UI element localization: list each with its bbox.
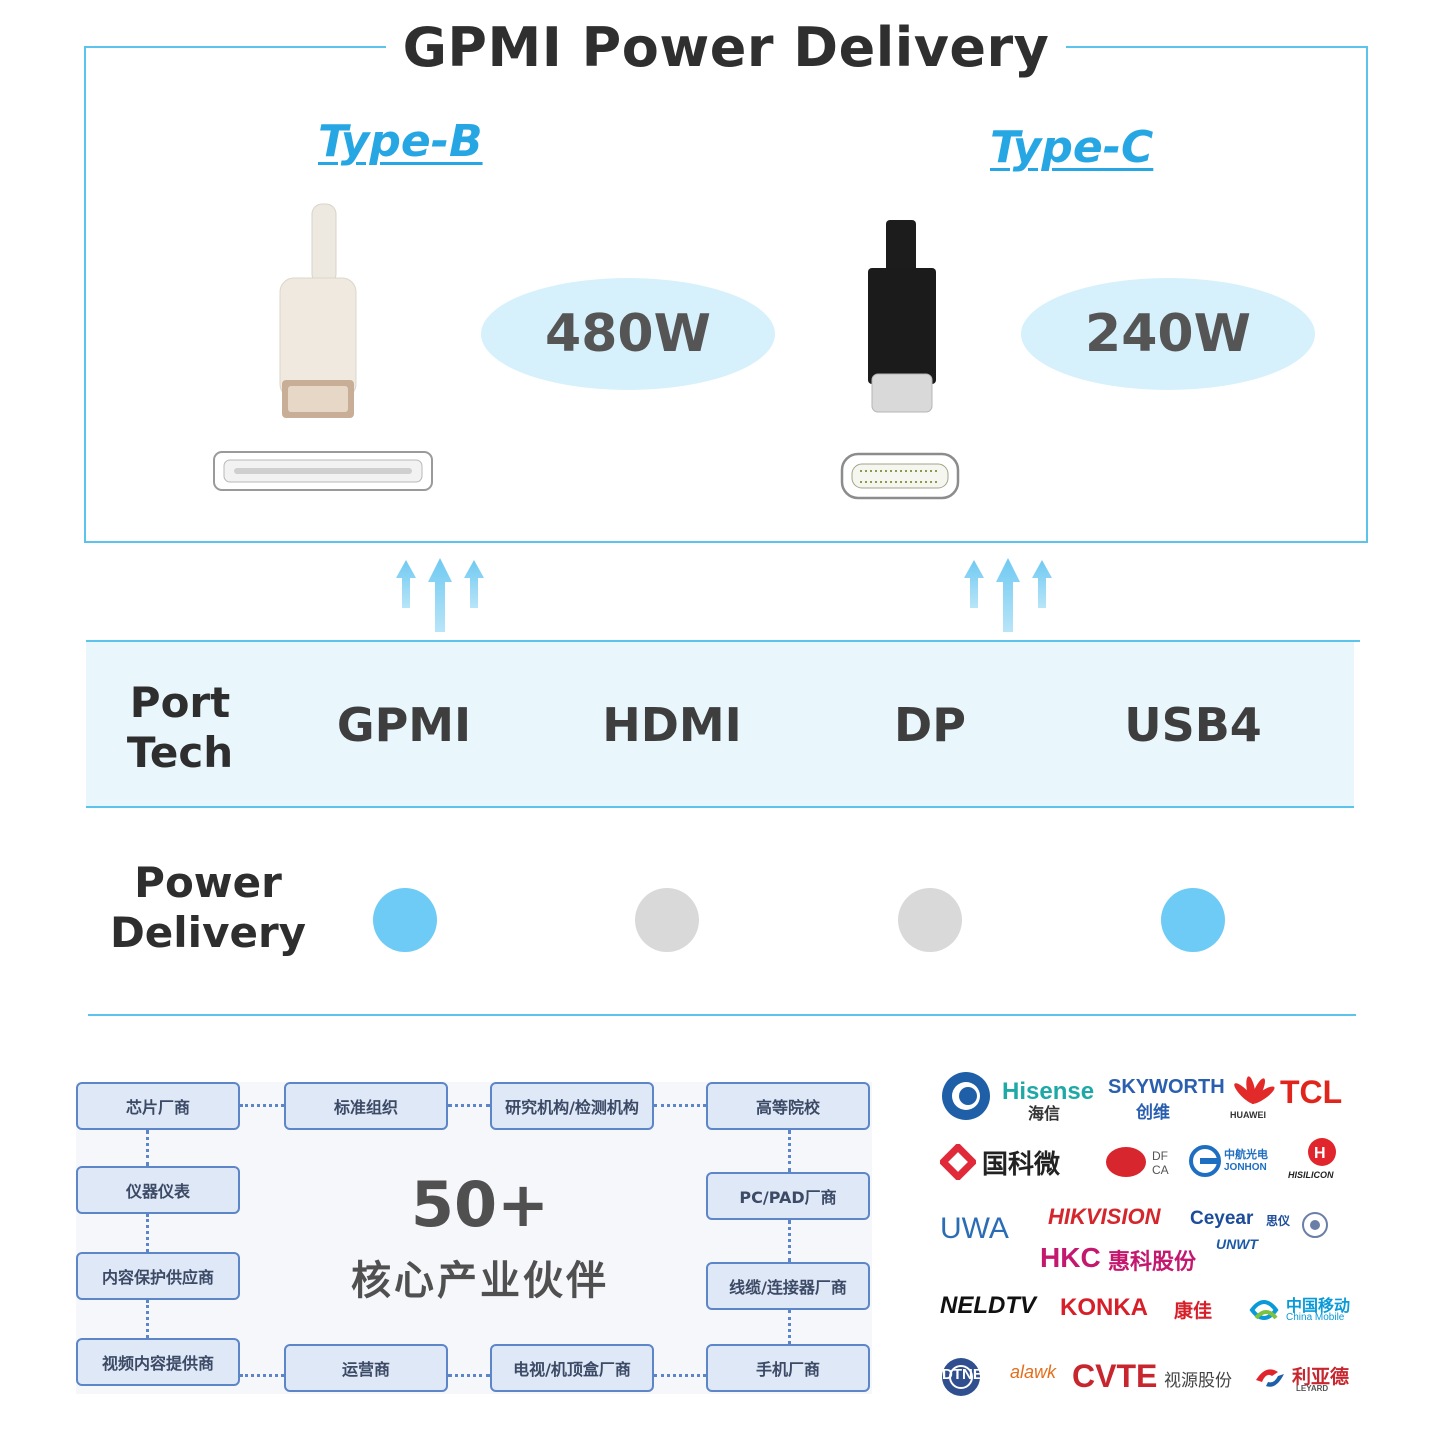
partner-box: 标准组织 [284, 1082, 448, 1130]
partner-box: 芯片厂商 [76, 1082, 240, 1130]
power-delivery-label-line1: Power [134, 858, 282, 907]
cvte-cn-logo: 视源股份 [1164, 1371, 1232, 1390]
divider [88, 1014, 1356, 1016]
partner-box: 研究机构/检测机构 [490, 1082, 654, 1130]
connector-line [448, 1374, 490, 1377]
institute-emblem-icon [1302, 1212, 1328, 1238]
hikvision-logo: HIKVISION [1048, 1204, 1161, 1229]
tech-hdmi: HDMI [602, 698, 742, 752]
tech-dp: DP [894, 698, 966, 752]
connector-line [654, 1374, 706, 1377]
partner-box: 运营商 [284, 1344, 448, 1392]
leyard-logo: LEYARD [1296, 1384, 1329, 1393]
port-tech-label-line2: Tech [126, 728, 234, 778]
type-c-label: Type-C [990, 122, 1154, 173]
unwt-logo: UNWT [1216, 1236, 1258, 1252]
divider [86, 640, 1360, 642]
skyworth-cn-logo: 创维 [1136, 1103, 1170, 1122]
hisense-logo: Hisense [1002, 1078, 1095, 1105]
power-delivery-label-line2: Delivery [109, 908, 307, 958]
divider [86, 806, 1354, 808]
ceyear-cn-logo: 思仪 [1266, 1214, 1291, 1228]
power-delivery-indicator-gpmi [373, 888, 437, 952]
jonhon-logo: JONHON [1224, 1162, 1267, 1173]
type-c-power-badge: 240W [1021, 278, 1315, 390]
port-tech-row [86, 642, 1354, 806]
skyworth-logo: SKYWORTH [1108, 1076, 1225, 1098]
hisilicon-logo-icon: H [1308, 1138, 1336, 1166]
partner-box: PC/PAD厂商 [706, 1172, 870, 1220]
cesi-logo-icon [942, 1072, 990, 1120]
svg-text:DF: DF [1152, 1149, 1168, 1163]
connector-line [788, 1310, 791, 1344]
partner-box: 视频内容提供商 [76, 1338, 240, 1386]
type-b-connector-image [213, 203, 433, 491]
partner-box: 内容保护供应商 [76, 1252, 240, 1300]
uwa-logo: UWA [940, 1212, 1009, 1245]
connector-line [788, 1130, 791, 1172]
guokewei-logo-icon [940, 1144, 976, 1180]
hkc-cn-logo: 惠科股份 [1108, 1249, 1197, 1274]
up-arrows-icon [396, 558, 484, 632]
connector-line [240, 1374, 284, 1377]
partner-box: 高等院校 [706, 1082, 870, 1130]
partner-count: 50+ [410, 1168, 550, 1241]
connector-frame [84, 46, 1368, 543]
power-delivery-label: Power Delivery [108, 858, 308, 959]
hisilicon-logo: HISILICON [1288, 1170, 1334, 1180]
dfca-logo-icon: DF CA [1106, 1147, 1169, 1177]
power-delivery-indicator-usb4 [1161, 888, 1225, 952]
partner-box: 手机厂商 [706, 1344, 870, 1392]
connector-line [146, 1214, 149, 1252]
huawei-flower-icon [1234, 1076, 1275, 1104]
konka-logo: KONKA [1060, 1294, 1148, 1321]
alawk-logo: alawk [1010, 1362, 1057, 1382]
connector-line [788, 1220, 791, 1262]
china-mobile-cn-logo: 中国移动 [1286, 1298, 1351, 1315]
connector-line [654, 1104, 706, 1107]
partner-caption: 核心产业伙伴 [351, 1258, 609, 1304]
connector-line [146, 1300, 149, 1338]
dtnel-logo-icon [942, 1358, 980, 1396]
type-b-label: Type-B [318, 116, 483, 167]
china-mobile-logo-icon [1249, 1300, 1279, 1320]
guokewei-logo: 国科微 [982, 1149, 1061, 1179]
zhonghang-logo: 中航光电 [1224, 1149, 1268, 1161]
connector-line [448, 1104, 490, 1107]
jonhon-logo-icon [1189, 1145, 1221, 1177]
china-mobile-logo: China Mobile [1286, 1312, 1345, 1323]
cvte-logo: CVTE [1072, 1358, 1158, 1394]
power-delivery-indicator-hdmi [635, 888, 699, 952]
type-c-connector-image [840, 220, 960, 500]
port-tech-label-line1: Port [129, 678, 231, 727]
page-title: GPMI Power Delivery [402, 16, 1050, 79]
partner-logos: Hisense 海信 SKYWORTH 创维 HUAWEI TCL 国科微 DF… [930, 1060, 1370, 1410]
konka-cn-logo: 康佳 [1174, 1301, 1213, 1322]
power-delivery-indicator-dp [898, 888, 962, 952]
connector-line [240, 1104, 284, 1107]
ceyear-logo: Ceyear [1190, 1208, 1254, 1229]
frame-top-left-line [84, 46, 386, 48]
leyard-logo-icon [1256, 1369, 1284, 1387]
hkc-logo: HKC [1040, 1242, 1101, 1273]
tcl-logo: TCL [1280, 1074, 1343, 1110]
huawei-logo: HUAWEI [1230, 1110, 1266, 1120]
leyard-cn-logo: 利亚德 [1292, 1367, 1350, 1388]
port-tech-label: Port Tech [90, 678, 270, 779]
dtnel-logo: DTNEL [942, 1366, 992, 1383]
partner-box: 电视/机顶盒厂商 [490, 1344, 654, 1392]
partner-box: 仪器仪表 [76, 1166, 240, 1214]
neldtv-logo: NELDTV [940, 1292, 1036, 1319]
connector-line [146, 1130, 149, 1166]
hisense-cn-logo: 海信 [1028, 1106, 1061, 1123]
type-b-power-badge: 480W [481, 278, 775, 390]
partner-box: 线缆/连接器厂商 [706, 1262, 870, 1310]
up-arrows-icon [964, 558, 1052, 632]
tech-gpmi: GPMI [336, 698, 472, 752]
frame-top-right-line [1066, 46, 1368, 48]
svg-text:H: H [1314, 1145, 1326, 1162]
svg-text:CA: CA [1152, 1163, 1169, 1177]
tech-usb4: USB4 [1124, 698, 1262, 752]
